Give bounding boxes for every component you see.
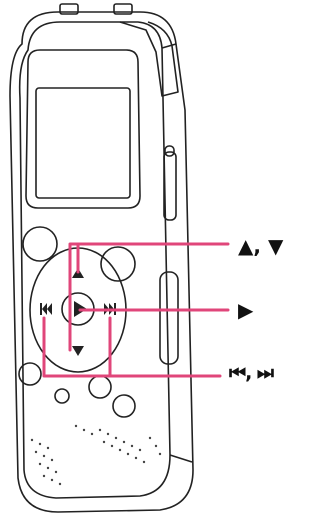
side-panel-edge xyxy=(161,43,177,49)
down-arrow-icon xyxy=(72,346,84,356)
callout-line-up-down xyxy=(68,242,230,352)
rec-button xyxy=(100,246,136,282)
callout-lines xyxy=(42,242,230,378)
callout-label-up-down: ▲, ▼ xyxy=(238,234,284,258)
callout-label-play: ▶ xyxy=(238,298,254,322)
side-slider xyxy=(163,151,177,221)
bottom-button-far-left xyxy=(54,388,70,404)
display-screen xyxy=(35,87,131,199)
side-button-round xyxy=(164,145,175,157)
top-button-b xyxy=(113,3,133,15)
front-face-edge xyxy=(18,21,171,499)
stop-button xyxy=(22,226,58,262)
speaker-grille xyxy=(30,424,162,486)
top-mic-ridge xyxy=(119,21,179,97)
bottom-button-right xyxy=(112,394,136,418)
top-button-a xyxy=(59,3,79,15)
previous-track-icon xyxy=(40,303,52,315)
side-panel-bottom xyxy=(169,454,193,463)
bottom-button-left xyxy=(18,362,42,386)
display-bezel xyxy=(25,49,141,209)
callout-line-prev-next xyxy=(42,316,222,378)
callout-label-prev-next: ⏮, ⏭ xyxy=(229,362,274,384)
side-switch xyxy=(159,271,179,365)
recorder-body xyxy=(9,3,194,513)
